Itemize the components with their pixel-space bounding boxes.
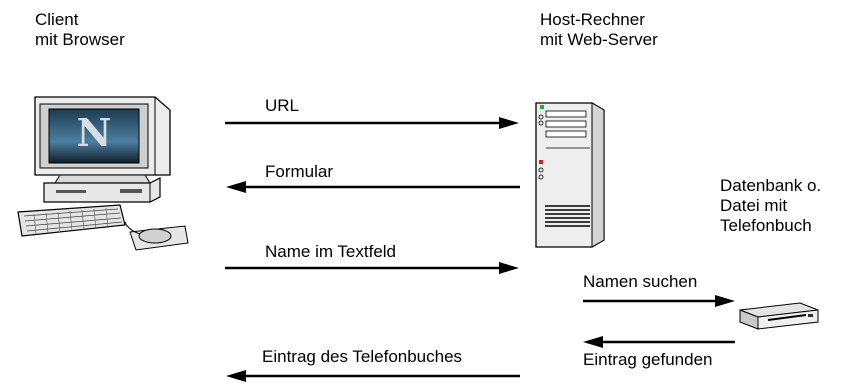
arrow-url-label: URL <box>265 96 300 115</box>
arrow-namen-suchen <box>583 295 735 307</box>
arrow-eintrag-telefonbuch-label: Eintrag des Telefonbuches <box>262 347 463 366</box>
server-label-line2: mit Web-Server <box>540 30 658 49</box>
arrow-eintrag-gefunden-label: Eintrag gefunden <box>583 350 713 369</box>
database-label-line2: Datei mit <box>720 196 788 215</box>
browser-logo: N <box>77 110 112 155</box>
arrow-namen-suchen-label: Namen suchen <box>583 272 698 291</box>
tower-server-icon <box>535 102 605 248</box>
arrow-url <box>225 117 519 129</box>
database-label-line3: Telefonbuch <box>720 216 812 235</box>
arrow-name-textfeld-label: Name im Textfeld <box>265 242 397 261</box>
server-label-line1: Host-Rechner <box>540 10 645 29</box>
arrow-formular-label: Formular <box>265 162 334 181</box>
server-label: Host-Rechner mit Web-Server <box>540 10 658 50</box>
client-label: Client mit Browser <box>35 10 125 50</box>
arrow-formular <box>226 181 520 193</box>
client-label-line2: mit Browser <box>35 30 125 49</box>
database-label: Datenbank o. Datei mit Telefonbuch <box>720 176 821 236</box>
desktop-computer-icon: N <box>17 96 189 251</box>
arrow-eintrag-gefunden <box>583 336 735 348</box>
arrow-eintrag-telefonbuch <box>226 370 520 382</box>
database-label-line1: Datenbank o. <box>720 176 822 195</box>
disk-drive-icon <box>739 302 819 330</box>
arrow-name-textfeld <box>225 262 519 274</box>
client-label-line1: Client <box>35 10 79 29</box>
